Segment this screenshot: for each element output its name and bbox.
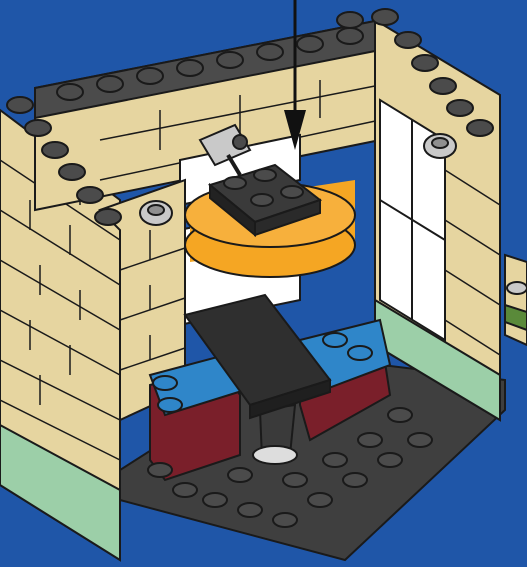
wall-lamp-left <box>140 201 172 225</box>
adjacent-build-edge <box>505 255 527 345</box>
wall-lamp-right <box>424 134 456 158</box>
